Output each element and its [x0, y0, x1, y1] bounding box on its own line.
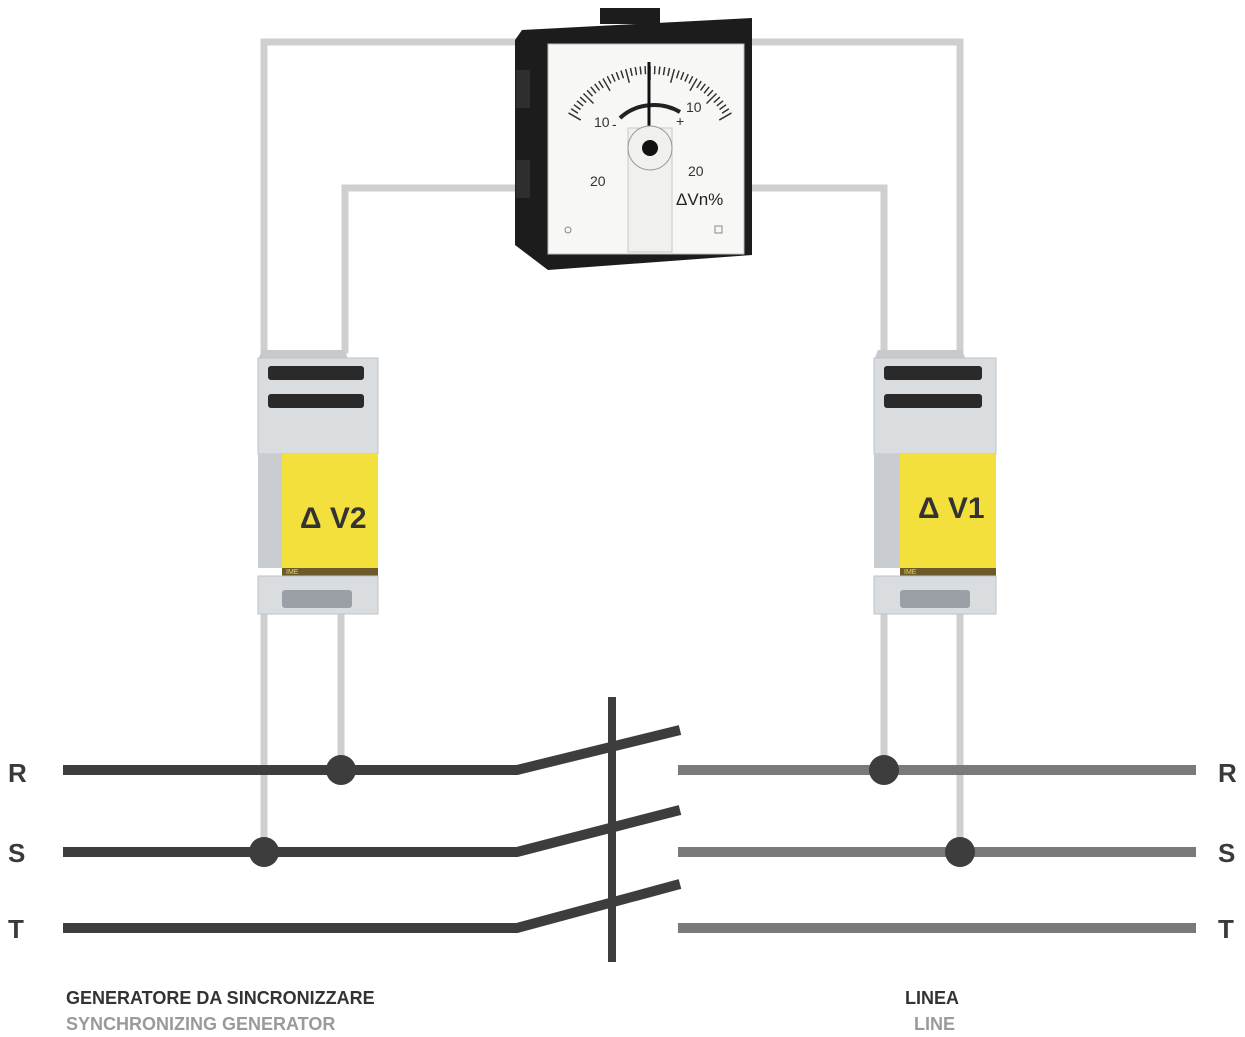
generator-phase-s	[63, 805, 682, 857]
meter-plus-sign: +	[676, 113, 684, 129]
wire-outer-right	[736, 38, 964, 354]
meter-tick	[696, 80, 702, 89]
line-bus	[678, 765, 1196, 933]
caption-line: LINEA	[905, 988, 959, 1008]
module-right-front-panel	[900, 454, 996, 568]
meter-tick	[700, 83, 706, 91]
meter-tick	[716, 100, 724, 107]
phase-label-right-t: T	[1218, 914, 1234, 944]
module-left: IME Δ V2	[257, 350, 379, 615]
meter-tick	[706, 93, 717, 104]
meter-scale-left-upper: 10	[594, 114, 610, 130]
module-right-side	[874, 454, 900, 568]
wire-inner-left	[341, 184, 534, 354]
caption-generator: GENERATORE DA SINCRONIZZARE	[66, 988, 375, 1008]
phase-label-left-s: S	[8, 838, 25, 868]
phase-label-right-s: S	[1218, 838, 1235, 868]
meter-tick	[662, 67, 666, 76]
meter-tick	[680, 72, 685, 80]
meter-bottom-right-mark	[714, 225, 723, 234]
module-right-bottom-slot	[900, 590, 970, 608]
meter-tick	[629, 67, 633, 77]
module-left-brand-strip	[282, 568, 378, 576]
meter-scale-right-upper: 10	[686, 99, 702, 115]
meter-tick	[658, 66, 661, 75]
junction-line-s	[945, 837, 975, 867]
meter-tick	[615, 72, 620, 80]
module-left-front-panel	[282, 454, 378, 568]
caption-generator-en: SYNCHRONIZING GENERATOR	[66, 1014, 335, 1034]
meter-tick	[570, 108, 579, 114]
module-left-vent-1	[268, 366, 364, 380]
phase-label-left-r: R	[8, 758, 27, 788]
meter-tick	[602, 78, 611, 92]
meter-tick	[670, 69, 675, 83]
meter-tick	[579, 96, 587, 103]
meter-tick	[718, 112, 732, 121]
meter-tick	[713, 96, 721, 103]
junctions	[249, 755, 975, 867]
meter-tick	[707, 89, 714, 97]
module-right-vent-1	[884, 366, 982, 380]
meter-tick	[634, 67, 638, 76]
module-left-vent-2	[268, 394, 364, 408]
module-left-bottom-slot	[282, 590, 352, 608]
meter-top-clip	[600, 8, 660, 24]
meter-scale-left-lower: 20	[590, 173, 606, 189]
meter-side-tab-2	[516, 160, 530, 198]
module-right: IME Δ V1	[873, 350, 997, 615]
meter-tick	[721, 108, 730, 114]
meter-tick	[689, 78, 698, 92]
meter-tick	[620, 70, 625, 79]
wire-inner-right	[736, 184, 888, 354]
meter-unit-label: ΔVn%	[676, 190, 723, 209]
meter-tick	[611, 73, 616, 82]
module-right-brand: IME	[904, 569, 917, 576]
meter-tick	[568, 112, 582, 121]
meter-tick	[586, 89, 593, 97]
meter-tick	[594, 83, 600, 91]
module-right-vent-2	[884, 394, 982, 408]
phase-label-left-t: T	[8, 914, 24, 944]
meter-tick	[590, 86, 597, 94]
meter-tick	[719, 104, 727, 110]
module-left-label: Δ V2	[300, 502, 367, 535]
meter-tick	[684, 73, 689, 82]
meter-tick	[606, 75, 612, 84]
connection-wires	[260, 38, 964, 856]
module-left-side	[258, 454, 282, 568]
meter-tick	[688, 75, 694, 84]
meter-scale-right-lower: 20	[688, 163, 704, 179]
caption-line-en: LINE	[914, 1014, 955, 1034]
meter-tick	[573, 104, 581, 110]
meter-tick	[667, 67, 671, 77]
phase-label-right-r: R	[1218, 758, 1237, 788]
module-left-brand: IME	[286, 569, 299, 576]
meter-tick	[703, 86, 710, 94]
meter-tick	[675, 70, 680, 79]
wire-outer-left	[260, 38, 534, 354]
meter-tick	[583, 93, 594, 104]
meter-tick	[639, 66, 642, 75]
meter-side-tab-1	[516, 70, 530, 108]
meter-pivot	[642, 140, 658, 156]
meter-tick	[576, 100, 584, 107]
module-right-label: Δ V1	[918, 492, 985, 525]
meter-bottom-left-mark	[564, 226, 572, 234]
module-right-brand-strip	[900, 568, 996, 576]
junction-line-r	[869, 755, 899, 785]
junction-generator-r	[326, 755, 356, 785]
junction-generator-s	[249, 837, 279, 867]
generator-phase-t	[63, 879, 682, 933]
panel-meter: 10 - + 10 20 20 ΔVn%	[515, 8, 752, 270]
meter-minus-sign: -	[612, 116, 617, 132]
generator-phase-r	[63, 725, 682, 775]
meter-tick	[598, 80, 604, 89]
meter-tick	[625, 69, 630, 83]
generator-bus	[63, 725, 682, 933]
